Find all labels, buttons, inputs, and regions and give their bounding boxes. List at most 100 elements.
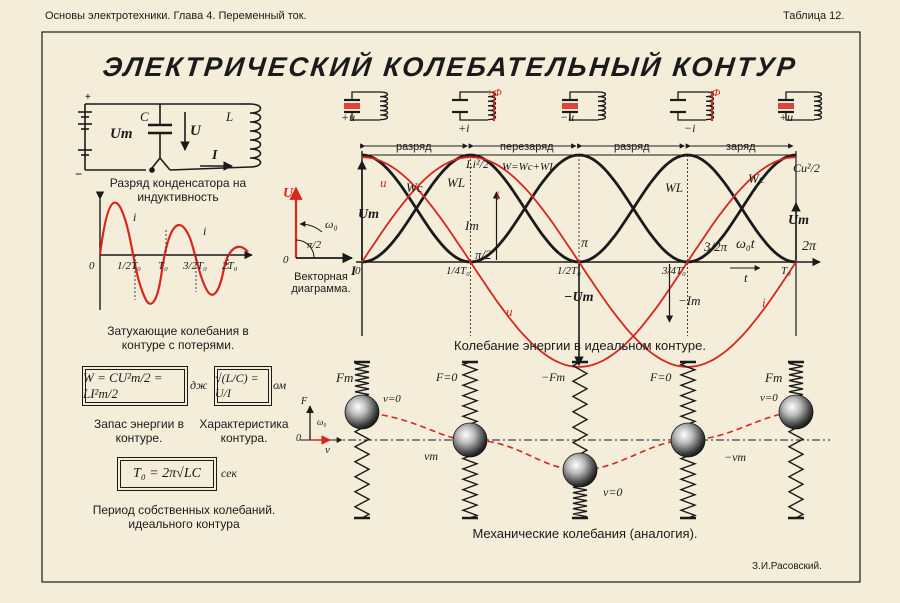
label-wc: Wc <box>406 180 423 195</box>
charge-field <box>778 103 794 109</box>
label-t: t <box>744 270 748 285</box>
label-um-left: Um <box>358 207 379 222</box>
mass-ball <box>562 452 598 488</box>
coil <box>813 91 823 121</box>
energy-caption: Запас энергии в контуре. <box>93 417 185 445</box>
label-neg-um: −Um <box>564 290 594 305</box>
label-im: Im <box>465 218 479 233</box>
mech-v-5: v=0 <box>760 392 778 404</box>
period-formula: T₀ = 2π√LC <box>133 466 201 481</box>
period-unit: сек <box>221 466 238 480</box>
circuit-wire <box>569 91 598 121</box>
vector-caption: Векторная диаграмма. <box>291 271 351 295</box>
circuit-l-label: L <box>226 109 234 124</box>
damped-tick-2: T₀ <box>158 260 168 272</box>
vector-i-label: I <box>351 263 357 278</box>
top-circuit-1-label: +u <box>341 110 356 124</box>
tick-bottom-2: 1/2T₀ <box>557 265 581 277</box>
mech-label-4: F=0 <box>650 370 672 384</box>
phase-label-1: разряд <box>396 141 432 153</box>
coil <box>379 91 389 121</box>
label-i: i <box>496 188 500 203</box>
label-wl-2: WL <box>665 180 684 195</box>
top-circuit-5-label: +u <box>779 110 794 124</box>
tick-bottom-1: 1/4T₀ <box>446 265 470 277</box>
spring-bottom <box>353 427 371 519</box>
trajectory <box>361 411 797 471</box>
mechanical-analogy <box>300 360 830 520</box>
spring-bottom <box>572 485 588 519</box>
label-u: u <box>380 175 387 190</box>
top-circuit-2-label: +i <box>458 121 470 135</box>
tick-top-4: 2π <box>802 239 817 254</box>
damped-curve <box>98 201 249 305</box>
phase-label-3: разряд <box>614 141 650 153</box>
mech-v-4: −vm <box>724 450 747 464</box>
damped-chart <box>95 191 253 310</box>
top-circuit-5 <box>778 91 823 121</box>
mech-mini-omega: ω₀ <box>317 417 327 427</box>
top-circuit-2-flux: +Φ <box>486 87 502 99</box>
damped-tick-4: 2T₀ <box>222 260 238 272</box>
mass-ball <box>452 422 488 458</box>
period-caption: Период собственных колебаний. идеального… <box>92 503 276 531</box>
spring-bottom <box>787 427 805 519</box>
period-formula-box: T₀ = 2π√LC <box>117 457 217 491</box>
impedance-caption: Характеристика контура. <box>199 417 289 445</box>
damped-i-label: i <box>133 210 137 224</box>
series-i <box>361 156 797 368</box>
spring-mass-3 <box>562 360 598 520</box>
spring-top <box>678 361 698 425</box>
circuit-caption: Разряд конденсатора на индуктивность <box>109 176 247 204</box>
label-um-right: Um <box>788 213 809 228</box>
energy-formula-box: W = CU²m/2 = LI²m/2 <box>82 366 188 406</box>
spring-mass-1 <box>344 360 380 520</box>
mass-ball <box>778 394 814 430</box>
circuit-um-label: Um <box>110 126 133 142</box>
phase-label-2: перезаряд <box>500 141 554 153</box>
label-wl: WL <box>447 175 466 190</box>
damped-caption: Затухающие колебания в контуре с потерям… <box>107 324 249 352</box>
vector-diagram <box>289 186 354 264</box>
top-circuit-2 <box>452 91 497 121</box>
top-circuit-4-label: −i <box>684 121 696 135</box>
tick-top-2: π <box>581 236 589 251</box>
vector-omega-label: ω₀ <box>325 217 338 231</box>
mech-v-3: v=0 <box>603 485 623 499</box>
circuit-wire <box>677 91 706 121</box>
vector-angle-label: π/2 <box>307 239 322 251</box>
mech-mini-f: F <box>301 396 308 407</box>
label-wl-formula: Li²/2 <box>466 157 489 171</box>
mass-ball <box>670 422 706 458</box>
tick-top-1: π/2 <box>475 247 492 262</box>
mech-caption: Механические колебания (аналогия). <box>472 526 698 541</box>
circuit-c-label: C <box>140 109 149 124</box>
minus-sign: − <box>75 167 82 181</box>
impedance-formula-box: √(L/C) = U/I <box>214 366 272 406</box>
spring-mass-4 <box>670 360 706 520</box>
top-circuits <box>344 91 823 121</box>
mech-label-3: −Fm <box>541 370 566 384</box>
spring-mass-5 <box>778 360 814 520</box>
mech-label-5: Fm <box>765 370 783 385</box>
author: З.И.Расовский. <box>752 561 822 572</box>
mech-mini-zero: 0 <box>296 433 301 444</box>
circuit-i-label: I <box>212 148 218 163</box>
label-u-2: u <box>506 304 513 319</box>
series-u <box>361 156 797 368</box>
label-i-2: i <box>762 295 766 310</box>
tick-top-3: 3/2π <box>704 239 728 254</box>
top-circuit-3 <box>562 91 607 121</box>
damped-tick-0: 0 <box>89 260 95 272</box>
coil <box>705 91 715 121</box>
top-circuit-4-flux: Φ <box>712 87 721 99</box>
series-wc <box>361 153 797 264</box>
vector-u-label: U <box>283 186 294 201</box>
frame <box>41 31 861 583</box>
top-circuit-3-label: −u <box>560 110 575 124</box>
spring-bottom <box>678 455 698 519</box>
tick-bottom-4: T₀ <box>781 265 791 277</box>
impedance-unit: ом <box>273 378 287 392</box>
